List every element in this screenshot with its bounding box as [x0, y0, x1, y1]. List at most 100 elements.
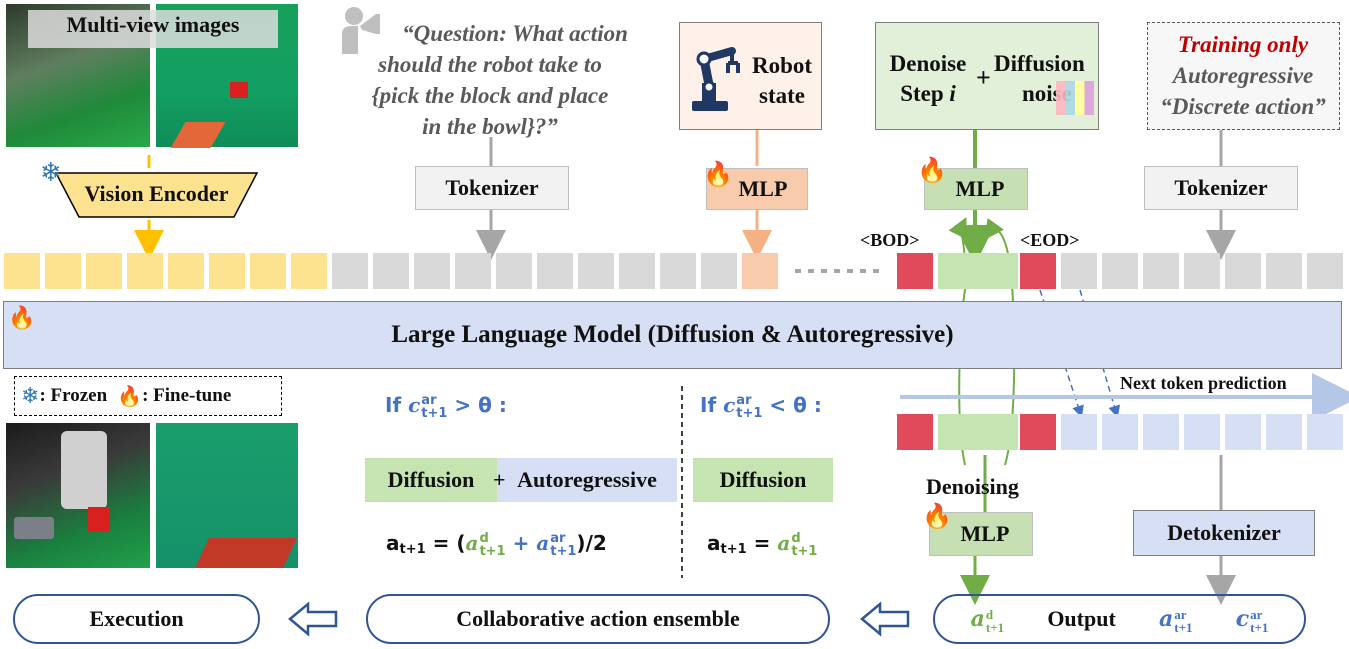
formula-left-tail: )/2 [576, 531, 607, 555]
legend-box: ❄ : Frozen 🔥 : Fine-tune [14, 376, 282, 416]
ensemble-label: Collaborative action ensemble [456, 606, 740, 631]
predicted-token [1184, 414, 1220, 450]
flame-icon: 🔥 [917, 156, 947, 184]
execution-image-right [156, 423, 298, 568]
eod-token [1020, 414, 1056, 450]
action-token [1102, 253, 1138, 289]
denoise-box: Denoise Step i + Diffusion noise [875, 22, 1099, 130]
vision-encoder: Vision Encoder [54, 169, 259, 219]
action-token [1307, 253, 1343, 289]
bowl [14, 517, 54, 539]
denoise-label: Denoise Step i [878, 49, 978, 109]
robot-state-box: Robot state [679, 22, 822, 130]
vision-token [209, 253, 245, 289]
formula-left-a1: a [465, 531, 479, 555]
training-only-line-1: Autoregressive [1172, 63, 1314, 88]
output-c-ar-sup: ar [1250, 607, 1263, 622]
noise-patch [1056, 81, 1094, 115]
cond-left-prefix: If [385, 393, 409, 417]
text-token [660, 253, 696, 289]
action-token [1266, 253, 1302, 289]
flame-icon: 🔥 [117, 384, 143, 408]
formula-left-eq: = ( [425, 531, 466, 555]
cond-right-sup: ar [736, 393, 752, 408]
llm-label: Large Language Model (Diffusion & Autore… [391, 321, 954, 348]
vision-token [250, 253, 286, 289]
text-token [373, 253, 409, 289]
output-a-d-sub: t+1 [985, 620, 1005, 635]
vision-token [4, 253, 40, 289]
mlp-output-label: MLP [960, 521, 1010, 546]
tokenizer-right: Tokenizer [1144, 166, 1298, 210]
text-token [537, 253, 573, 289]
denoise-step-prefix: Step [900, 81, 950, 106]
predicted-token [1266, 414, 1302, 450]
speaker-icon-shape [342, 7, 380, 54]
predicted-token [1307, 414, 1343, 450]
cond-right-var: c [723, 393, 736, 417]
output-a-d-sup: d [985, 607, 994, 622]
denoise-plus: + [976, 63, 991, 92]
denoising-label: Denoising [926, 474, 1019, 499]
output-a-d-var: a [970, 606, 985, 632]
cond-left-op: > θ : [447, 393, 507, 417]
red-block [230, 82, 248, 98]
diffusion-token [938, 253, 1018, 289]
text-token [455, 253, 491, 289]
question-text: “Question: What action should the robot … [350, 18, 630, 142]
formula-right-a1-sup: d [791, 531, 801, 546]
output-a-ar-sub: t+1 [1174, 620, 1193, 635]
gripper-edge [195, 538, 297, 568]
diffusion-token [938, 414, 1018, 450]
text-token [332, 253, 368, 289]
execution-pill: Execution [13, 594, 260, 644]
output-a-ar-var: a [1159, 606, 1174, 632]
formula-right-eq: = [746, 531, 778, 555]
denoise-step-var: i [949, 81, 956, 106]
cond-left-var: c [408, 393, 421, 417]
bod-token [897, 414, 933, 450]
cond-left-ar: + Autoregressive [493, 458, 677, 502]
multiview-label-bg [28, 10, 278, 48]
training-only-box: Training only Autoregressive “Discrete a… [1147, 22, 1340, 130]
cond-left-diffusion: Diffusion [365, 458, 497, 502]
tokenizer-left-label: Tokenizer [445, 175, 539, 200]
cond-right-op: < θ : [762, 393, 822, 417]
arrow-left-icon [288, 601, 338, 637]
action-token [1061, 253, 1097, 289]
mlp-robot-label: MLP [738, 176, 788, 201]
flame-icon: 🔥 [703, 160, 733, 188]
text-token [619, 253, 655, 289]
cond-right-diffusion: Diffusion [693, 458, 833, 502]
question-line-1: “Question: What action [402, 21, 628, 46]
action-token [1225, 253, 1261, 289]
vision-token [291, 253, 327, 289]
text-token [496, 253, 532, 289]
bod-marker: <BOD> [860, 230, 920, 250]
mlp-robot: MLP [706, 168, 808, 210]
output-label: Output [1047, 606, 1116, 631]
detokenizer: Detokenizer [1133, 510, 1315, 556]
denoise-line-2: Step i [878, 79, 978, 109]
robot-state-label: Robot state [742, 51, 822, 111]
formula-left-a1-sub: t+1 [479, 544, 506, 559]
cond-left-plus: + [493, 467, 506, 492]
question-line-3: {pick the block and place [371, 83, 609, 108]
execution-image-left [6, 423, 150, 568]
formula-right-a1-sub: t+1 [791, 544, 818, 559]
detokenizer-label: Detokenizer [1167, 520, 1281, 545]
vision-encoder-label: Vision Encoder [84, 181, 229, 206]
vision-token [86, 253, 122, 289]
formula-right-a1: a [777, 531, 791, 555]
robot-arm-icon [692, 47, 740, 111]
bod-token [897, 253, 933, 289]
training-only-text: Training only Autoregressive “Discrete a… [1148, 29, 1338, 122]
denoise-line-1: Denoise [889, 51, 967, 76]
